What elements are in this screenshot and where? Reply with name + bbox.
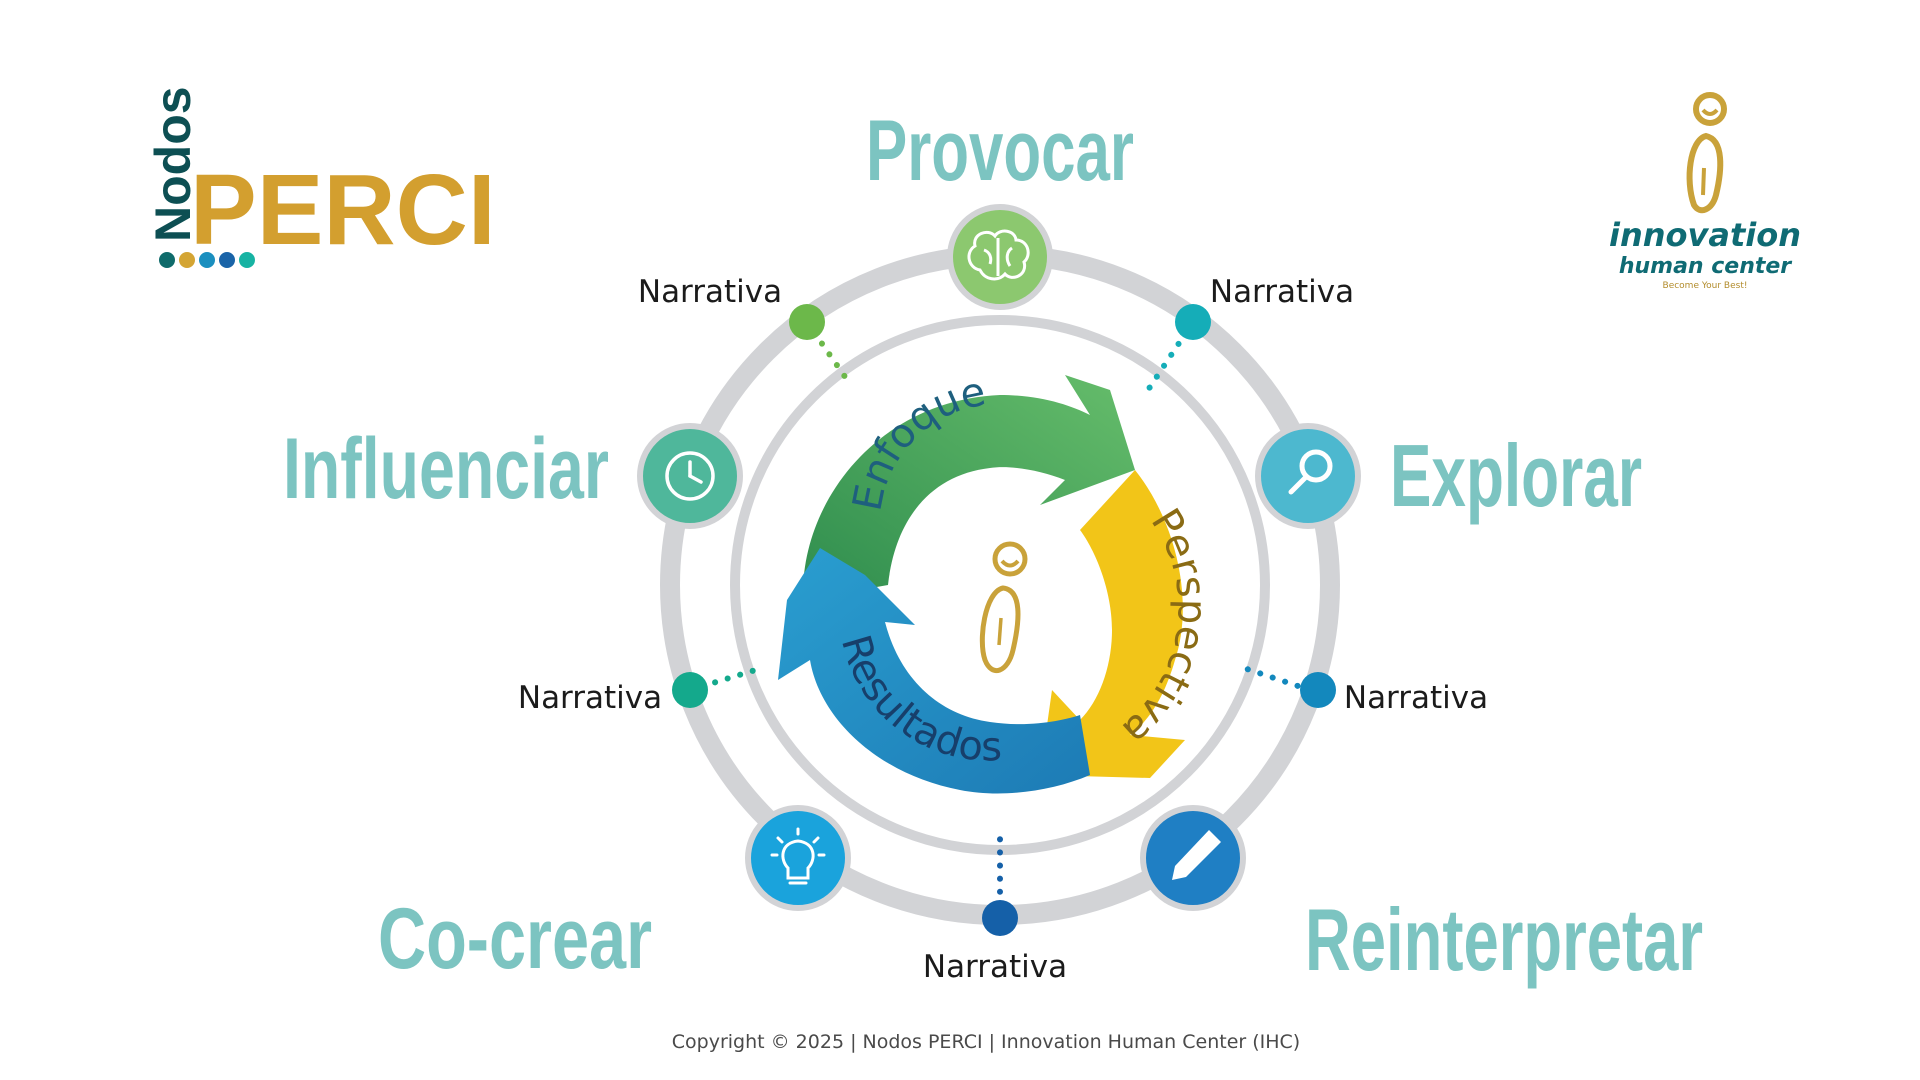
enfoque-arrow [802,375,1135,600]
logo-nodos-word: Nodos [145,86,201,242]
narrativa-dot-mid-left [672,672,708,708]
ihc-logo: innovation human center Become Your Best… [1609,92,1801,291]
ihc-tagline-text: Become Your Best! [1663,281,1748,291]
logo-dot [239,252,255,268]
narrativa-dots [672,304,1336,936]
connector-mid-right [1235,663,1313,693]
logo-dot [199,252,215,268]
reinterpretar-title: Reinterpretar [1305,890,1703,989]
pencil-icon [1172,830,1221,880]
influenciar-title: Influenciar [283,421,609,517]
perspectiva-arrow [1040,470,1185,778]
ihc-human-center-text: human center [1619,254,1792,279]
logo-dot [159,252,175,268]
magnifier-icon [1288,449,1333,495]
narrativa-dot-top-left [789,304,825,340]
ihc-innovation-text: innovation [1609,216,1801,254]
narrativa-dot-bottom [982,900,1018,936]
logo-dot [179,252,195,268]
cycle-arrows [778,375,1185,794]
logo-dot [219,252,235,268]
node-reinterpretar [1140,805,1246,911]
logo-perci-word: PERCI [190,154,496,266]
narrativa-label-mid-right: Narrativa [1344,680,1488,716]
resultados-label: Resultados [832,630,1003,771]
node-provocar [947,204,1053,310]
narrativa-dot-top-right [1175,304,1211,340]
narrativa-label-bottom: Narrativa [923,949,1067,985]
narrativa-label-top-left: Narrativa [638,274,782,310]
center-figure-icon [979,541,1028,674]
narrativa-label-top-right: Narrativa [1210,274,1354,310]
copyright-text: Copyright © 2025 | Nodos PERCI | Innovat… [672,1031,1300,1053]
clock-icon [665,451,715,501]
nodos-perci-logo: Nodos PERCI [145,86,496,268]
brain-icon [967,229,1030,281]
narrativa-label-mid-left: Narrativa [518,680,662,716]
explorar-title: Explorar [1390,426,1642,525]
lightbulb-icon [770,827,826,885]
resultados-arrow [778,548,1090,794]
node-cocrear [745,805,851,911]
narrativa-dot-mid-right [1300,672,1336,708]
cocrear-title: Co-crear [378,891,652,987]
node-influenciar [637,423,743,529]
ihc-figure-icon [1686,92,1727,214]
node-explorar [1255,423,1361,529]
provocar-title: Provocar [866,103,1134,199]
